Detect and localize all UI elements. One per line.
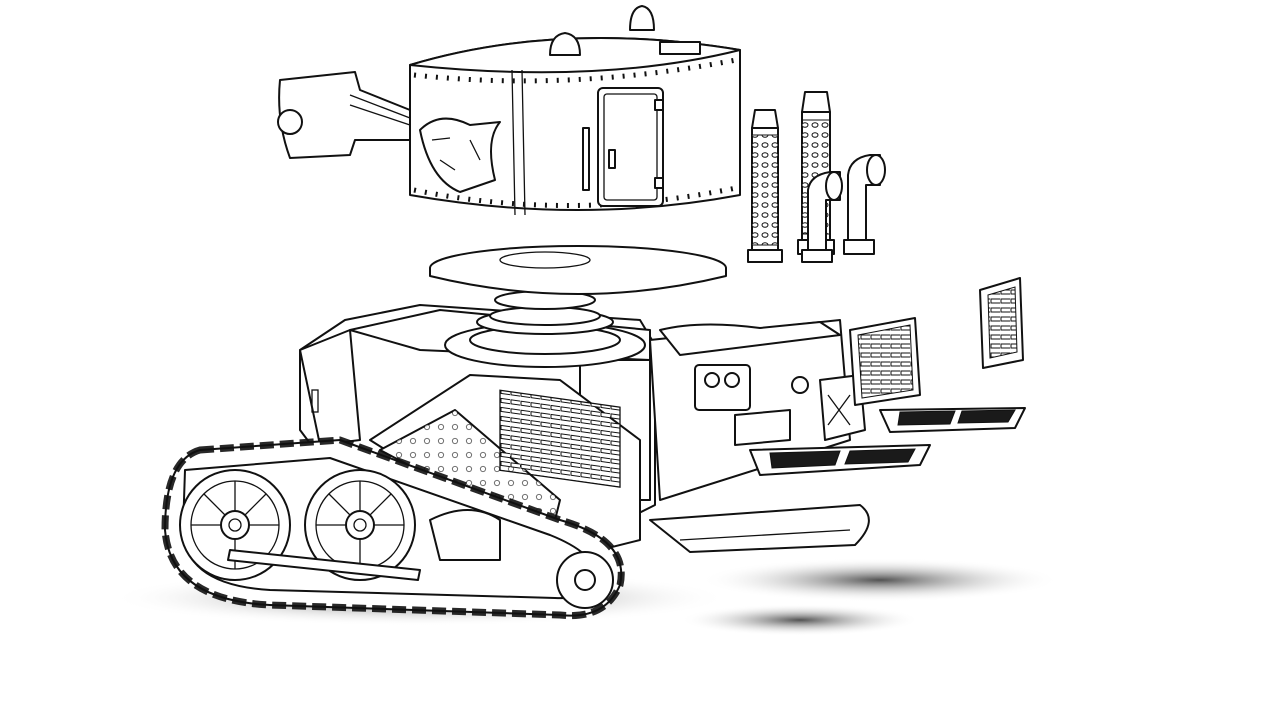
- rear-grille: [849, 317, 921, 406]
- road-wheel-middle: [304, 469, 416, 581]
- exhaust-pipe-1: [747, 109, 783, 263]
- turret: [277, 5, 741, 216]
- step-plates: [749, 407, 1026, 476]
- exhaust-elbow-1: [801, 171, 843, 263]
- far-track: [649, 504, 870, 553]
- exhaust-pipes: [747, 91, 886, 263]
- side-grille: [979, 277, 1024, 369]
- rear-engine-deck: [649, 319, 866, 501]
- idler-wheel: [556, 551, 614, 609]
- turret-ring-disc: [429, 245, 727, 295]
- track-link-bar: [227, 549, 421, 581]
- turret-gun: [277, 71, 411, 159]
- gear-ring: [444, 290, 646, 368]
- drive-sprocket: [429, 509, 501, 561]
- exhaust-elbow-2: [843, 154, 886, 255]
- turret-cupolas: [549, 5, 701, 56]
- road-wheels: [179, 469, 614, 609]
- panther-emblem: [419, 117, 501, 193]
- turret-handle: [582, 127, 590, 191]
- turret-hatch[interactable]: [597, 87, 664, 207]
